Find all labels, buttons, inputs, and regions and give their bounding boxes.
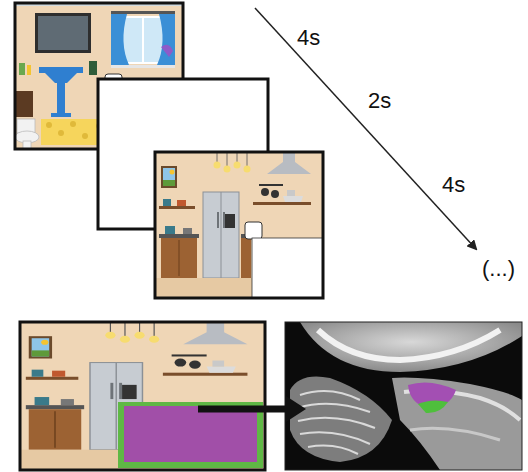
time-label: (...) (482, 258, 515, 280)
time-label: 4s (442, 174, 465, 196)
time-label: 2s (368, 90, 391, 112)
time-label: 4s (297, 27, 320, 49)
